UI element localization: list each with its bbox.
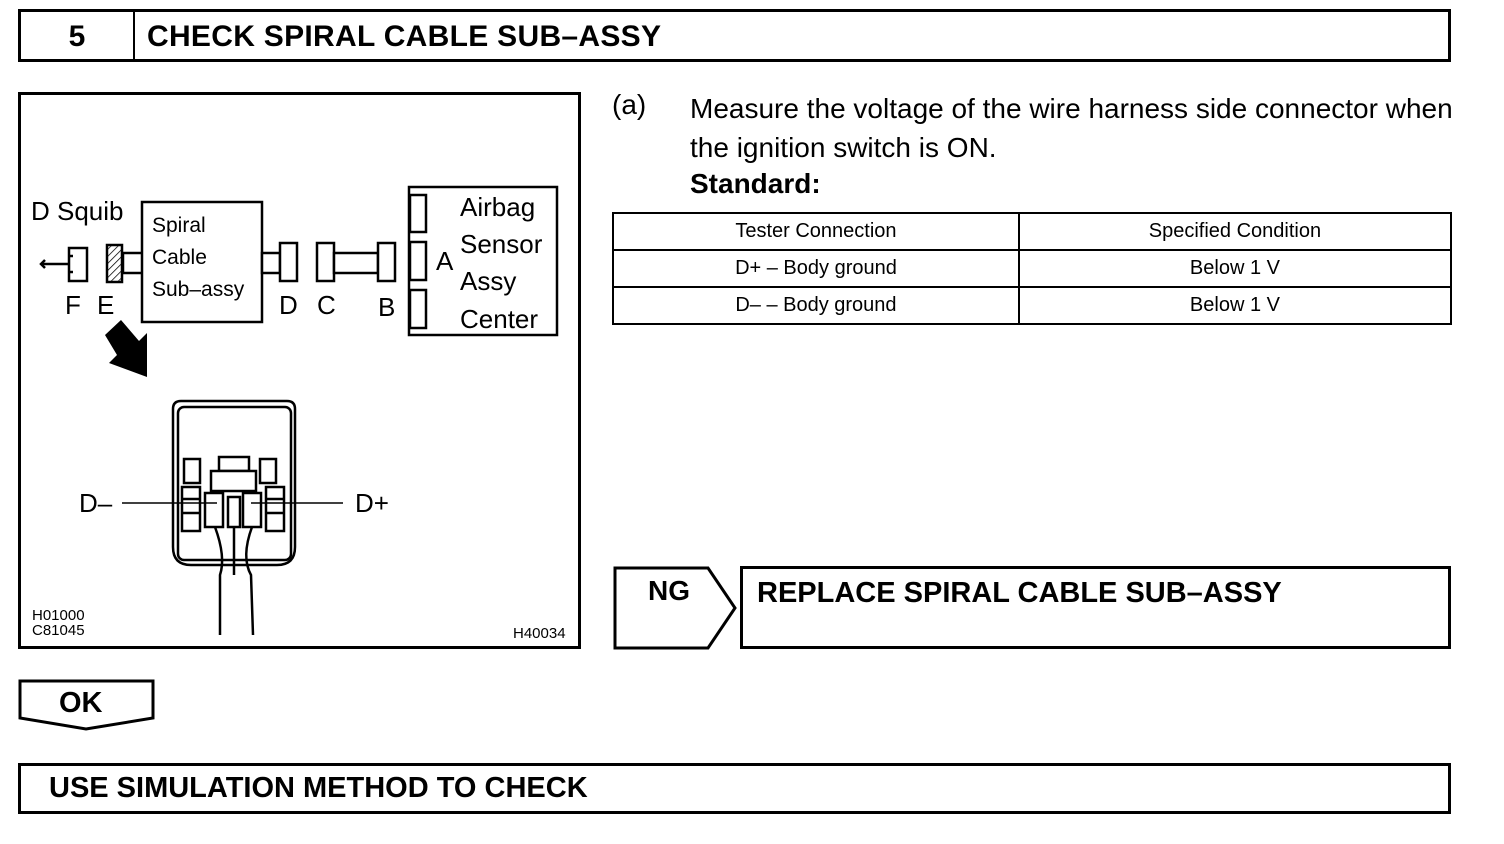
airbag-sensor-box	[407, 185, 559, 337]
table-cell: D+ – Body ground	[612, 249, 1020, 288]
connector-closeup	[171, 399, 297, 636]
label-d-plus: D+	[355, 488, 389, 518]
label-d-minus: D–	[79, 488, 113, 518]
connector-diagram: Spiral Cable Sub–assy Airbag Sensor Assy…	[31, 185, 566, 642]
label-assy: Assy	[460, 266, 516, 296]
final-step-box: USE SIMULATION METHOD TO CHECK	[18, 763, 1451, 814]
spec-table: Tester Connection Specified Condition D+…	[612, 212, 1453, 325]
ng-action-box: REPLACE SPIRAL CABLE SUB–ASSY	[740, 566, 1451, 649]
table-cell: Below 1 V	[1017, 249, 1453, 288]
ok-label: OK	[59, 687, 103, 719]
table-row: D– – Body ground Below 1 V	[612, 286, 1453, 325]
table-header-cell: Specified Condition	[1017, 212, 1453, 251]
label-b: B	[378, 292, 395, 322]
label-sub-assy: Sub–assy	[152, 278, 245, 301]
label-spiral: Spiral	[152, 214, 206, 237]
table-cell: D– – Body ground	[612, 286, 1020, 325]
label-d-squib: D Squib	[31, 196, 124, 226]
label-f: F	[65, 290, 81, 320]
connector-f	[39, 246, 89, 283]
label-center: Center	[460, 304, 538, 334]
step-title: CHECK SPIRAL CABLE SUB–ASSY	[147, 20, 662, 53]
table-row: D+ – Body ground Below 1 V	[612, 249, 1453, 288]
connector-e	[105, 243, 145, 284]
spiral-cable-box	[140, 200, 264, 324]
instruction-marker: (a)	[612, 89, 647, 120]
label-sensor: Sensor	[460, 229, 543, 259]
standard-label: Standard:	[690, 168, 821, 199]
final-step-text: USE SIMULATION METHOD TO CHECK	[49, 772, 588, 804]
sensor-terminals	[408, 193, 428, 330]
step-number: 5	[68, 20, 86, 53]
wiring-figure: Spiral Cable Sub–assy Airbag Sensor Assy…	[18, 92, 581, 649]
table-cell: Below 1 V	[1017, 286, 1453, 325]
label-c: C	[317, 290, 336, 320]
label-e: E	[97, 290, 114, 320]
label-airbag: Airbag	[460, 192, 535, 222]
label-d: D	[279, 290, 298, 320]
ng-label: NG	[648, 575, 690, 606]
instruction-text: Measure the voltage of the wire harness …	[690, 93, 1453, 163]
connector-c	[315, 241, 397, 283]
ok-arrow-shape	[18, 679, 155, 731]
figure-code-2: C81045	[32, 622, 85, 639]
figure-code-3: H40034	[513, 625, 566, 642]
step-header: 5 CHECK SPIRAL CABLE SUB–ASSY	[18, 9, 1451, 62]
arrow-down-icon	[105, 320, 147, 377]
table-header-cell: Tester Connection	[612, 212, 1020, 251]
step-number-cell: 5	[21, 12, 135, 59]
connector-d	[260, 241, 299, 283]
table-header-row: Tester Connection Specified Condition	[612, 212, 1453, 251]
figure-code-1: H01000	[32, 607, 85, 624]
label-a: A	[436, 246, 454, 276]
ng-action-text: REPLACE SPIRAL CABLE SUB–ASSY	[757, 577, 1282, 609]
label-cable: Cable	[152, 246, 207, 269]
ng-arrow-shape	[613, 566, 737, 650]
